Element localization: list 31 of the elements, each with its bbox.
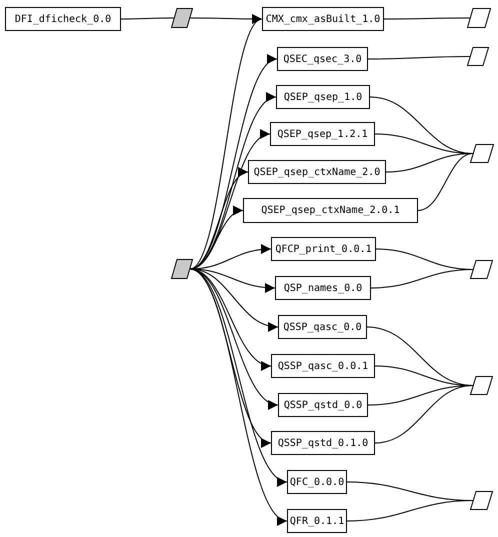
process-box: QFC_0.0.0	[287, 470, 347, 494]
process-box: QSEP_qsep_ctxName_2.0	[248, 160, 386, 184]
connector-line	[346, 500, 474, 522]
process-box: QSEP_qsep_ctxName_2.0.1	[243, 198, 418, 223]
process-box: DFI_dficheck_0.0	[5, 7, 121, 31]
connector-line	[384, 18, 470, 20]
process-box: QFR_0.1.1	[287, 509, 347, 533]
parallelogram-node	[171, 259, 193, 279]
parallelogram-node	[467, 47, 489, 66]
process-box: QSEC_qsec_3.0	[277, 47, 368, 71]
process-box: QSSP_qasc_0.0	[278, 315, 367, 339]
process-box: QSSP_qasc_0.0.1	[271, 354, 375, 378]
parallelogram-node	[467, 8, 491, 28]
parallelogram-node	[470, 144, 494, 163]
connector-line	[370, 269, 474, 288]
process-box: QSSP_qstd_0.0	[278, 393, 368, 417]
parallelogram-node	[470, 376, 493, 395]
process-box: QSP_names_0.0	[275, 276, 371, 300]
connector-line	[386, 153, 474, 172]
connector-line	[368, 56, 470, 60]
connector-line	[120, 18, 174, 20]
parallelogram-node	[171, 8, 193, 28]
parallelogram-node	[470, 491, 493, 510]
process-box: QSEP_qsep_1.2.1	[270, 122, 375, 146]
parallelogram-node	[470, 260, 493, 279]
process-box: QSEP_qsep_1.0	[276, 85, 370, 109]
connector-line	[418, 153, 474, 211]
process-box: CMX_cmx_asBuilt_1.0	[262, 7, 384, 31]
connector-line	[374, 385, 474, 444]
process-box: QFCP_print_0.0.1	[271, 237, 376, 261]
process-box: QSSP_qstd_0.1.0	[271, 431, 375, 455]
